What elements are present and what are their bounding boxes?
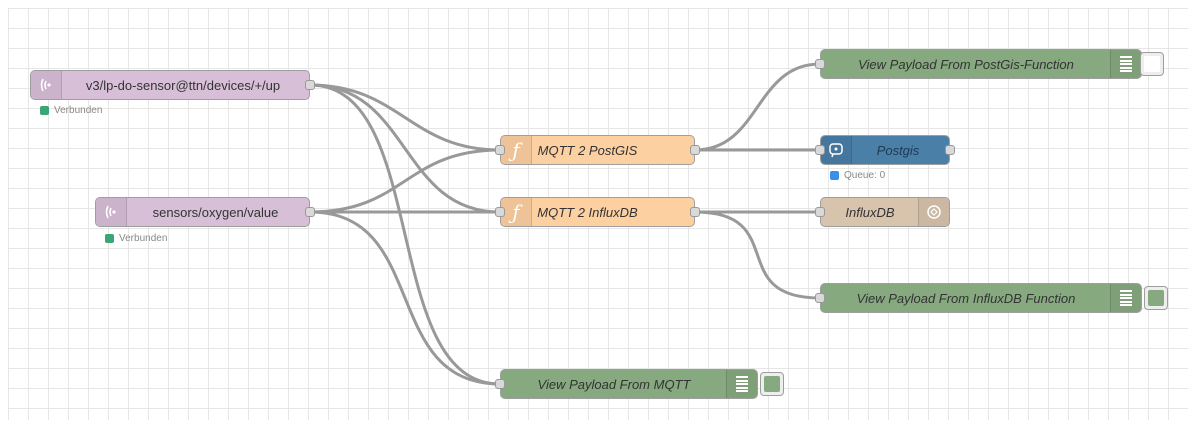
mqtt-in-node-oxygen[interactable]: sensors/oxygen/value: [95, 197, 315, 227]
debug-toggle-indicator: [764, 376, 780, 392]
list-icon: [1110, 50, 1141, 78]
node-label: v3/lp-do-sensor@ttn/devices/+/up: [85, 77, 281, 93]
mqtt-signal-icon: [96, 198, 127, 226]
mqtt-signal-icon: [31, 71, 62, 99]
input-port[interactable]: [815, 293, 825, 303]
status-queue: Queue: 0: [830, 170, 885, 181]
status-text: Verbunden: [54, 105, 103, 116]
debug-toggle-button[interactable]: [760, 372, 784, 396]
function-icon: ƒ: [501, 136, 532, 164]
status-connected: Verbunden: [105, 233, 167, 244]
node-label: View Payload From InfluxDB Function: [856, 290, 1076, 306]
node-label: MQTT 2 PostGIS: [537, 142, 638, 158]
input-port[interactable]: [495, 145, 505, 155]
debug-toggle-button[interactable]: [1140, 52, 1164, 76]
input-port[interactable]: [815, 145, 825, 155]
input-port[interactable]: [815, 59, 825, 69]
output-port[interactable]: [945, 145, 955, 155]
node-label: Postgis: [876, 142, 920, 158]
list-icon: [1110, 284, 1141, 312]
database-icon: [821, 136, 852, 164]
status-dot: [830, 171, 839, 180]
debug-toggle-indicator: [1148, 290, 1164, 306]
node-label: sensors/oxygen/value: [152, 204, 279, 220]
function-node-influxdb[interactable]: ƒ MQTT 2 InfluxDB: [495, 197, 700, 227]
node-label: InfluxDB: [845, 204, 895, 220]
debug-toggle-indicator: [1144, 56, 1160, 72]
node-label: View Payload From PostGis-Function: [858, 56, 1074, 72]
function-node-postgis[interactable]: ƒ MQTT 2 PostGIS: [495, 135, 700, 165]
node-label: View Payload From MQTT: [537, 376, 691, 392]
status-text: Verbunden: [119, 233, 168, 244]
input-port[interactable]: [495, 207, 505, 217]
status-connected: Verbunden: [40, 105, 102, 116]
debug-node-influxdb[interactable]: View Payload From InfluxDB Function: [815, 283, 1142, 313]
influxdb-node[interactable]: InfluxDB: [815, 197, 950, 227]
output-port[interactable]: [305, 207, 315, 217]
output-port[interactable]: [690, 207, 700, 217]
input-port[interactable]: [495, 379, 505, 389]
status-dot: [40, 106, 49, 115]
output-port[interactable]: [305, 80, 315, 90]
debug-toggle-button[interactable]: [1144, 286, 1168, 310]
mqtt-in-node-ttn[interactable]: v3/lp-do-sensor@ttn/devices/+/up: [30, 70, 315, 100]
status-dot: [105, 234, 114, 243]
status-text: Queue: 0: [844, 170, 886, 181]
node-label: MQTT 2 InfluxDB: [537, 204, 638, 220]
influxdb-icon: [918, 198, 949, 226]
debug-node-postgis[interactable]: View Payload From PostGis-Function: [815, 49, 1142, 79]
postgis-node[interactable]: Postgis: [815, 135, 955, 165]
output-port[interactable]: [690, 145, 700, 155]
debug-node-mqtt[interactable]: View Payload From MQTT: [495, 369, 758, 399]
function-icon: ƒ: [501, 198, 532, 226]
list-icon: [726, 370, 757, 398]
input-port[interactable]: [815, 207, 825, 217]
